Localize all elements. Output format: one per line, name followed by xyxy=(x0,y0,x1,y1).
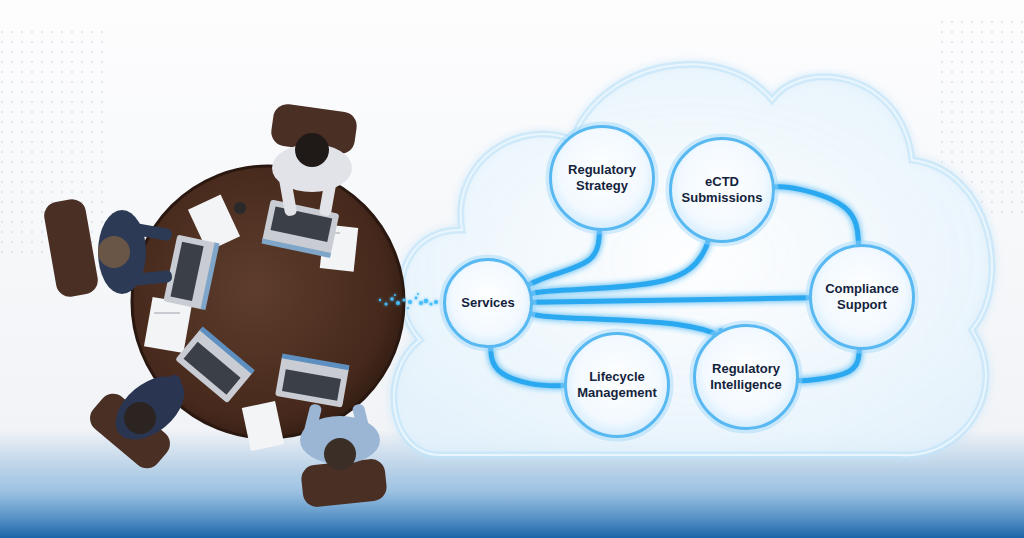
person-part xyxy=(104,364,196,452)
glow-connector xyxy=(491,348,564,386)
cloud-outline-part xyxy=(394,64,992,455)
node-text-group: Regulatory Strategy xyxy=(559,162,645,193)
circle-glow xyxy=(670,138,774,242)
person xyxy=(98,133,380,470)
service-circle: Services xyxy=(443,258,533,348)
node-label: Regulatory Intelligence xyxy=(703,361,789,392)
data-particles-part xyxy=(394,294,396,296)
service-circle: Regulatory Intelligence xyxy=(693,324,799,430)
node-label: eCTD Submissions xyxy=(679,174,765,205)
circle-glow xyxy=(810,245,914,349)
circle-border xyxy=(695,326,798,429)
circle-glow xyxy=(694,325,798,429)
node-text-group: Lifecycle Management xyxy=(574,369,660,400)
service-circle: Compliance Support xyxy=(809,244,915,350)
node-text-group: Services xyxy=(461,295,515,311)
node-label: Services xyxy=(461,295,515,311)
person-part xyxy=(98,236,130,268)
laptop xyxy=(163,199,349,407)
data-particles-part xyxy=(402,298,405,301)
circle-border xyxy=(566,334,669,437)
data-particles-part xyxy=(408,300,412,304)
data-particles-part xyxy=(417,293,419,295)
chair-part xyxy=(42,197,100,299)
data-particles-part xyxy=(390,297,394,301)
node-text-group: Regulatory Intelligence xyxy=(703,361,789,392)
person-part xyxy=(324,438,356,470)
laptop-part-part xyxy=(282,369,341,400)
circle-border xyxy=(551,127,654,230)
laptop-part-part xyxy=(282,353,350,370)
glow-connector xyxy=(799,350,859,381)
person-part xyxy=(279,175,298,216)
glow-connector xyxy=(533,298,809,302)
glow-connector xyxy=(532,241,708,293)
person-part xyxy=(149,373,183,410)
glow-connector xyxy=(775,187,859,244)
person-part xyxy=(131,223,172,242)
person-part xyxy=(319,175,338,216)
laptop-part-part xyxy=(175,327,254,403)
circle-border xyxy=(445,260,532,347)
laptop-part-part xyxy=(201,242,220,310)
data-particles-part xyxy=(385,303,388,306)
person-part xyxy=(131,270,172,286)
data-particles-part xyxy=(434,300,438,304)
node-text-group: Compliance Support xyxy=(819,281,905,312)
node-text-group: eCTD Submissions xyxy=(679,174,765,205)
person-part xyxy=(352,403,373,443)
data-particles-part xyxy=(419,301,423,305)
meeting-illustration xyxy=(42,102,404,508)
person-part xyxy=(295,133,329,167)
circle-glow xyxy=(550,126,654,230)
laptop-part-part xyxy=(275,354,349,407)
node-label: Compliance Support xyxy=(819,281,905,312)
data-particles-part xyxy=(430,303,433,306)
laptop-part xyxy=(175,327,255,404)
glow-connector xyxy=(529,231,599,285)
paper-part xyxy=(242,401,284,451)
data-particles-part xyxy=(415,297,418,300)
node-label: Regulatory Strategy xyxy=(559,162,645,193)
person-part xyxy=(124,402,156,434)
paper-part xyxy=(154,312,180,314)
person-part xyxy=(302,403,323,443)
circle-border xyxy=(671,139,774,242)
data-particles-part xyxy=(379,299,381,301)
data-particles-part xyxy=(396,301,400,305)
data-particles xyxy=(379,293,438,309)
data-particles-part xyxy=(407,307,409,309)
service-circle: eCTD Submissions xyxy=(669,137,775,243)
laptop-part-part xyxy=(184,342,241,395)
service-circle: Lifecycle Management xyxy=(564,332,670,438)
circle-border xyxy=(811,246,914,349)
cloud-outline xyxy=(394,64,992,455)
laptop-part-part xyxy=(262,238,332,257)
laptop-part-part xyxy=(163,235,218,310)
node-label: Lifecycle Management xyxy=(574,369,660,400)
laptop-part xyxy=(163,235,219,310)
laptop-part-part xyxy=(170,242,203,301)
circle-glow xyxy=(444,259,532,347)
circle-glow xyxy=(565,333,669,437)
cloud-outline-part xyxy=(394,64,992,455)
laptop-part xyxy=(275,353,349,407)
service-circle: Regulatory Strategy xyxy=(549,125,655,231)
data-particles-part xyxy=(424,299,428,303)
coffee-cup xyxy=(234,202,246,214)
laptop-part-part xyxy=(200,327,255,375)
